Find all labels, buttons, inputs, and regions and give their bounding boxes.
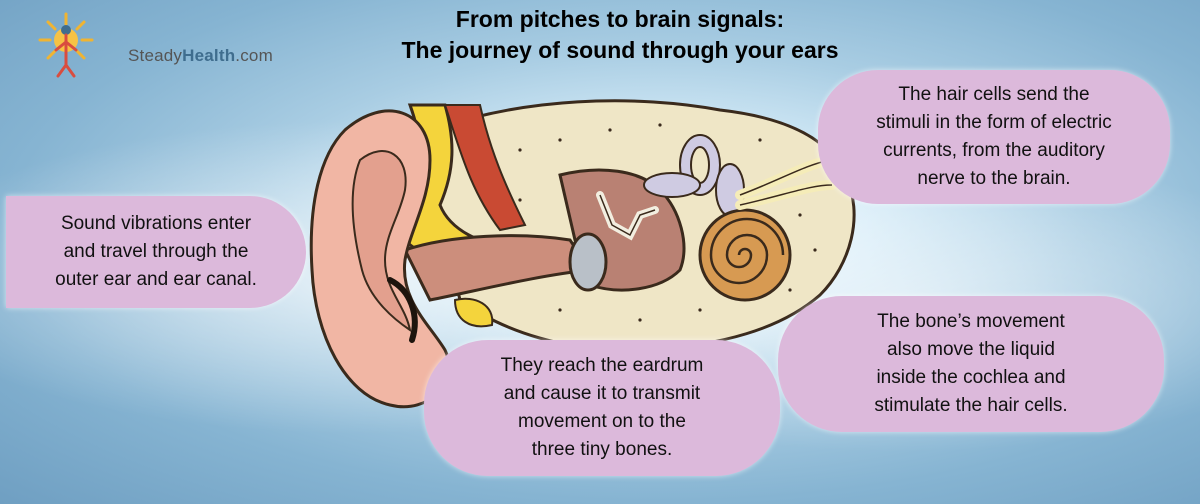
muscle <box>443 104 527 232</box>
page-title: From pitches to brain signals: The journ… <box>300 4 940 66</box>
callout-line: movement on to the <box>518 411 686 432</box>
callout-line: and travel through the <box>63 241 249 262</box>
callout-line: and cause it to transmit <box>503 383 701 404</box>
callout-line: three tiny bones. <box>531 439 673 460</box>
title-line-1: From pitches to brain signals: <box>455 6 785 32</box>
callout-line: Sound vibrations enter <box>60 213 252 234</box>
callout-line: The hair cells send the <box>898 84 1090 105</box>
callout-line: stimuli in the form of electric <box>876 112 1112 133</box>
callout-outer-ear: Sound vibrations enter and travel throug… <box>6 196 306 308</box>
callout-eardrum: They reach the eardrum and cause it to t… <box>424 340 780 476</box>
callout-line: currents, from the auditory <box>883 140 1105 161</box>
bone-texture <box>518 123 817 322</box>
callout-line: stimulate the hair cells. <box>874 395 1068 416</box>
callout-line: outer ear and ear canal. <box>55 269 257 290</box>
logo-wordmark: SteadyHealth.com <box>128 46 273 65</box>
cochlea <box>698 208 792 302</box>
eardrum <box>568 232 608 292</box>
callout-line: They reach the eardrum <box>500 355 704 376</box>
callout-line: The bone’s movement <box>877 311 1065 332</box>
callout-cochlea: The bone’s movement also move the liquid… <box>778 296 1164 432</box>
title-line-2: The journey of sound through your ears <box>401 37 839 63</box>
logo[interactable]: SteadyHealth.com <box>36 10 273 80</box>
sun-figure-icon <box>38 12 94 78</box>
callout-line: inside the cochlea and <box>876 367 1066 388</box>
callout-auditory-nerve: The hair cells send the stimuli in the f… <box>818 70 1170 204</box>
callout-line: nerve to the brain. <box>917 168 1071 189</box>
callout-line: also move the liquid <box>887 339 1055 360</box>
